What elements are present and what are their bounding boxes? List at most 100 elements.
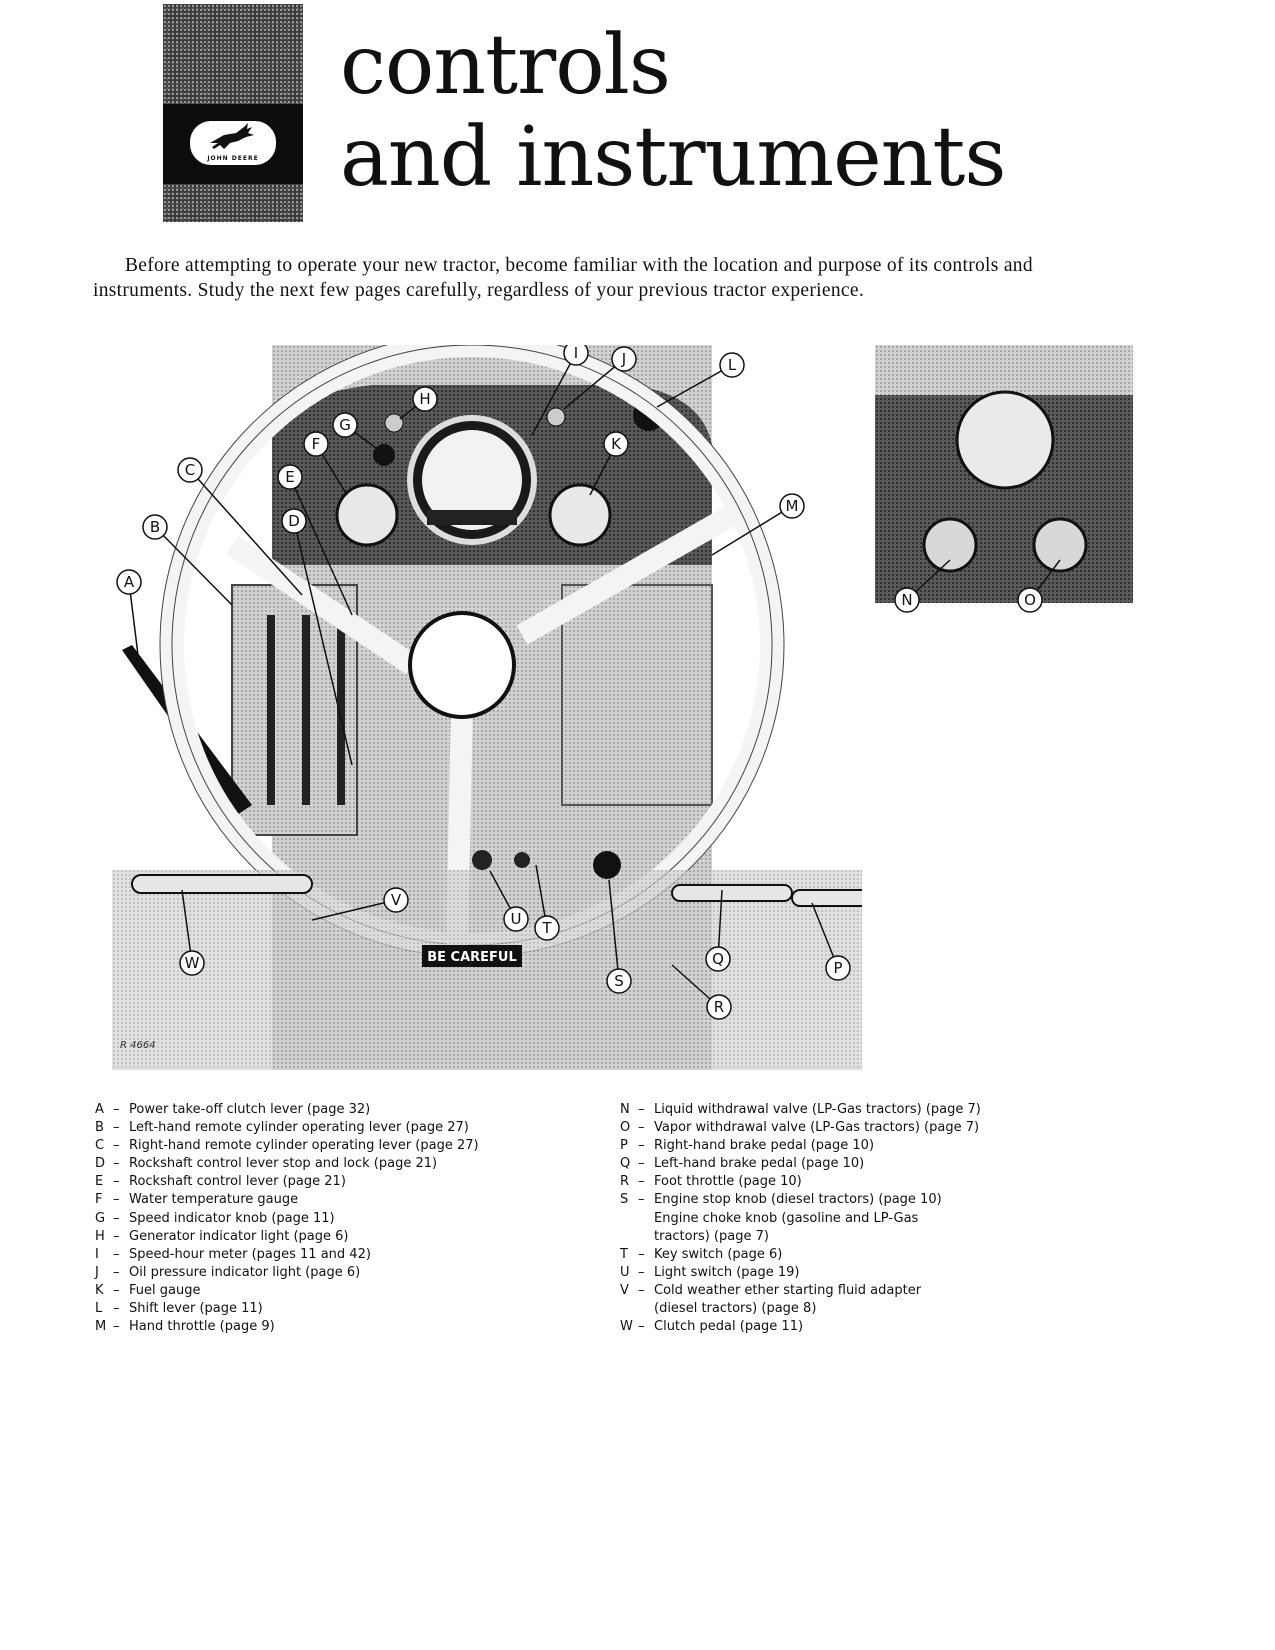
legend-key: G xyxy=(95,1210,106,1226)
legend-key: L xyxy=(95,1301,103,1317)
callout-label-s: S xyxy=(614,972,624,990)
legend-dash: – xyxy=(638,1174,645,1190)
callout-circle-k xyxy=(603,431,629,457)
liquid-withdrawal-valve xyxy=(922,517,978,573)
callout-label-h: H xyxy=(419,390,430,408)
legend-item-r: R–Foot throttle (page 10) xyxy=(620,1173,1140,1191)
callout-circle-a xyxy=(116,569,142,595)
john-deere-logo-block: JOHN DEERE xyxy=(163,4,303,222)
callout-circle-i xyxy=(563,345,589,366)
callout-circle-u xyxy=(503,906,529,932)
legend-item-j: J–Oil pressure indicator light (page 6) xyxy=(95,1264,605,1282)
speed-indicator-knob xyxy=(373,444,395,466)
callout-circle-p xyxy=(825,955,851,981)
legend-key: W xyxy=(620,1319,633,1335)
logo-text: JOHN DEERE xyxy=(207,155,259,162)
caution-decal xyxy=(422,945,522,967)
legend-key: M xyxy=(95,1319,107,1335)
intro-paragraph: Before attempting to operate your new tr… xyxy=(93,255,1033,301)
callout-circle-f xyxy=(303,431,329,457)
lp-gas-tank-gauge xyxy=(955,390,1055,490)
legend-key: E xyxy=(95,1174,104,1190)
legend-item-m: M–Hand throttle (page 9) xyxy=(95,1318,605,1336)
legend-left-column: A–Power take-off clutch lever (page 32)B… xyxy=(95,1101,605,1336)
legend-item-t: T–Key switch (page 6) xyxy=(620,1246,1140,1264)
legend-item-h: H–Generator indicator light (page 6) xyxy=(95,1228,605,1246)
legend-description: Vapor withdrawal valve (LP-Gas tractors)… xyxy=(654,1120,980,1136)
vapor-withdrawal-valve xyxy=(1032,517,1088,573)
callout-circle-l xyxy=(719,352,745,378)
legend-item-f: F–Water temperature gauge xyxy=(95,1191,605,1209)
callout-leader-e xyxy=(289,476,353,616)
callout-label-n: N xyxy=(901,591,912,609)
legend-description: Rockshaft control lever stop and lock (p… xyxy=(129,1156,438,1172)
legend-key: F xyxy=(95,1192,103,1208)
legend-item-n: N–Liquid withdrawal valve (LP-Gas tracto… xyxy=(620,1101,1140,1119)
legend-dash: – xyxy=(113,1319,120,1335)
legend-key: S xyxy=(620,1192,629,1208)
legend-key: D xyxy=(95,1156,106,1172)
callout-circle-b xyxy=(142,514,168,540)
legend-key: V xyxy=(620,1282,629,1298)
legend-right-column: N–Liquid withdrawal valve (LP-Gas tracto… xyxy=(620,1101,1140,1336)
legend-item-a: A–Power take-off clutch lever (page 32) xyxy=(95,1101,605,1119)
legend-dash: – xyxy=(113,1282,120,1298)
water-temperature-gauge xyxy=(335,483,399,547)
legend-description: Engine stop knob (diesel tractors) (page… xyxy=(654,1192,942,1244)
legend-description: Speed indicator knob (page 11) xyxy=(129,1210,335,1226)
legend-dash: – xyxy=(113,1228,120,1244)
legend-key: O xyxy=(620,1120,631,1136)
legend-description: Key switch (page 6) xyxy=(654,1246,783,1262)
legend-dash: – xyxy=(638,1156,645,1172)
callout-circle-o xyxy=(1017,587,1043,613)
callout-circle-d xyxy=(281,508,307,534)
legend-description: Liquid withdrawal valve (LP-Gas tractors… xyxy=(654,1102,981,1117)
legend-dash: – xyxy=(638,1102,645,1117)
callout-circle-r xyxy=(706,994,732,1020)
callout-label-i: I xyxy=(574,345,578,362)
callout-circle-n xyxy=(894,587,920,613)
title-line-2: and instruments xyxy=(340,110,1006,205)
title-line-1: controls xyxy=(340,18,671,113)
legend-item-p: P–Right-hand brake pedal (page 10) xyxy=(620,1137,1140,1155)
legend-description: Cold weather ether starting fluid adapte… xyxy=(654,1282,922,1317)
light-switch xyxy=(472,850,492,870)
legend-description: Light switch (page 19) xyxy=(654,1264,800,1280)
callout-label-e: E xyxy=(285,468,294,486)
callout-label-p: P xyxy=(833,959,842,977)
callout-label-w: W xyxy=(185,954,200,972)
callout-label-b: B xyxy=(150,518,160,536)
legend-key: Q xyxy=(620,1156,631,1172)
legend-dash: – xyxy=(638,1246,645,1262)
legend-dash: – xyxy=(638,1120,645,1136)
legend-dash: – xyxy=(113,1120,120,1136)
legend-item-g: G–Speed indicator knob (page 11) xyxy=(95,1210,605,1228)
callout-label-m: M xyxy=(786,497,799,515)
legend-description: Left-hand remote cylinder operating leve… xyxy=(129,1120,469,1136)
caution-decal-text: BE CAREFUL xyxy=(427,950,517,965)
legend-key: T xyxy=(620,1246,628,1262)
clutch-pedal xyxy=(131,874,313,894)
callout-circle-e xyxy=(277,464,303,490)
callout-label-a: A xyxy=(124,573,135,591)
callout-label-r: R xyxy=(714,998,724,1016)
callout-label-q: Q xyxy=(712,950,724,968)
legend-item-l: L–Shift lever (page 11) xyxy=(95,1300,605,1318)
legend-item-v: V–Cold weather ether starting fluid adap… xyxy=(620,1282,1140,1318)
callout-circle-v xyxy=(383,887,409,913)
figure-number: R 4664 xyxy=(120,1040,156,1051)
legend-dash: – xyxy=(113,1138,120,1154)
page-title: controls and instruments xyxy=(340,18,1006,205)
legend-key: C xyxy=(95,1138,105,1154)
legend-key: I xyxy=(95,1246,99,1262)
legend-dash: – xyxy=(113,1192,120,1208)
legend-key: R xyxy=(620,1174,630,1190)
legend-item-b: B–Left-hand remote cylinder operating le… xyxy=(95,1119,605,1137)
legend-dash: – xyxy=(113,1264,120,1280)
legend-description: Right-hand brake pedal (page 10) xyxy=(654,1138,875,1154)
legend-key: N xyxy=(620,1102,630,1117)
legend-description: Clutch pedal (page 11) xyxy=(654,1319,804,1335)
legend-dash: – xyxy=(638,1192,645,1208)
john-deere-logo: JOHN DEERE xyxy=(187,118,279,168)
legend-description: Water temperature gauge xyxy=(129,1192,299,1208)
